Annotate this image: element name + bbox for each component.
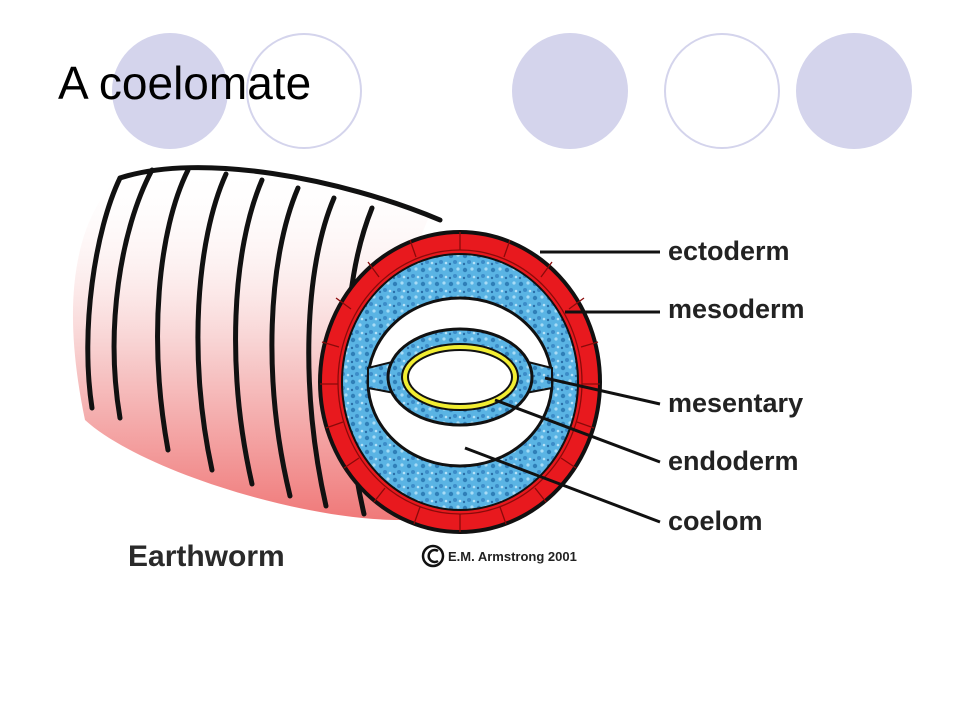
gut-lumen: [407, 349, 513, 405]
decorative-circle: [512, 33, 628, 149]
leader-line-mesentary: [544, 376, 661, 406]
label-ectoderm: ectoderm: [668, 236, 790, 266]
slide-title: A coelomate: [58, 57, 312, 109]
ectoderm-cells: [320, 232, 600, 532]
label-coelom: coelom: [668, 506, 763, 536]
body-segment-ring: [306, 195, 337, 509]
leader-line-coelom: [464, 446, 661, 524]
decorative-circle: [664, 33, 780, 149]
cross-section: [318, 230, 602, 534]
decorative-circle: [246, 33, 362, 149]
leader-line-endoderm: [494, 398, 661, 464]
label-mesentary: mesentary: [668, 388, 803, 418]
body-segment-ring: [85, 175, 123, 411]
decorative-circle: [112, 33, 228, 149]
label-mesoderm: mesoderm: [668, 294, 805, 324]
body-segment-ring: [269, 185, 301, 499]
body-segment-ring: [111, 167, 155, 421]
diagram-credit: E.M. Armstrong 2001: [448, 549, 577, 564]
body-segment-ring: [117, 165, 443, 223]
diagram-caption: Earthworm: [128, 540, 285, 573]
body-segment-ring: [233, 177, 265, 487]
body-segment-ring: [195, 171, 229, 473]
copyright-icon: [421, 544, 445, 568]
label-endoderm: endoderm: [668, 446, 799, 476]
body-segment-ring: [155, 167, 191, 453]
leader-lines: [464, 250, 661, 524]
decorative-circle: [796, 33, 912, 149]
